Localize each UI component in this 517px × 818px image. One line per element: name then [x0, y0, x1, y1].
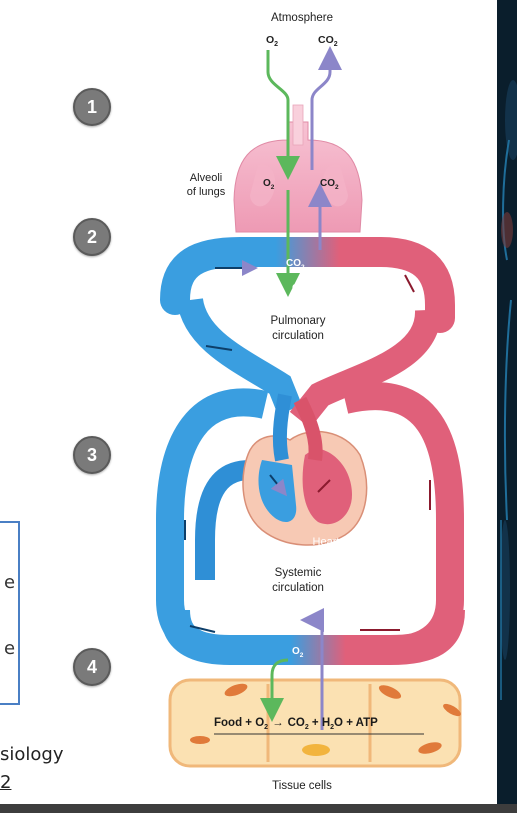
anatomy-silhouette: [500, 80, 517, 700]
systemic-o2-label: O2: [292, 646, 304, 659]
step-3-badge: 3: [73, 436, 111, 474]
flow-arrows: [184, 260, 431, 633]
alveoli-label-line2: of lungs: [187, 186, 226, 198]
atmosphere-co2-label: CO2: [318, 34, 338, 48]
alveoli-o2-label: O2: [263, 178, 275, 191]
alveoli-co2-label: CO2: [320, 178, 339, 191]
gas-exchange-arrows: [260, 46, 342, 730]
heart-illustration: [242, 393, 368, 546]
pulmonary-label-line1: Pulmonary: [271, 315, 326, 327]
pulmonary-label-line2: circulation: [272, 330, 324, 342]
textbox-line1-fragment: e: [4, 572, 16, 593]
cellular-respiration-equation: Food + O2→CO2 + H2O + ATP: [214, 717, 378, 731]
alveoli-label-line1: Alveoli: [190, 172, 222, 184]
pulmonary-co2-label: CO2: [286, 258, 305, 271]
lungs-illustration: [233, 104, 363, 233]
bottom-bar: [0, 804, 517, 813]
step-1-badge: 1: [73, 88, 111, 126]
atmosphere-o2-label: O2: [266, 34, 278, 48]
cropped-text-box: [0, 521, 20, 705]
systemic-co2-label: CO2: [282, 622, 301, 635]
systemic-label-line2: circulation: [272, 582, 324, 594]
circulation-loops: [156, 237, 465, 665]
caption-line2-link-fragment[interactable]: 2: [0, 772, 12, 793]
caption-line1-fragment: siology: [0, 744, 64, 765]
atmosphere-label: Atmosphere: [271, 12, 333, 24]
step-2-badge: 2: [73, 218, 111, 256]
tissue-cells: [168, 678, 462, 768]
side-background-panel: [497, 0, 517, 804]
heart-label: Heart: [313, 536, 340, 548]
textbox-line2-fragment: e: [4, 638, 16, 659]
systemic-label-line1: Systemic: [275, 567, 322, 579]
tissue-cells-label: Tissue cells: [272, 780, 332, 792]
step-4-badge: 4: [73, 648, 111, 686]
pulmonary-o2-label: O2: [292, 283, 304, 296]
